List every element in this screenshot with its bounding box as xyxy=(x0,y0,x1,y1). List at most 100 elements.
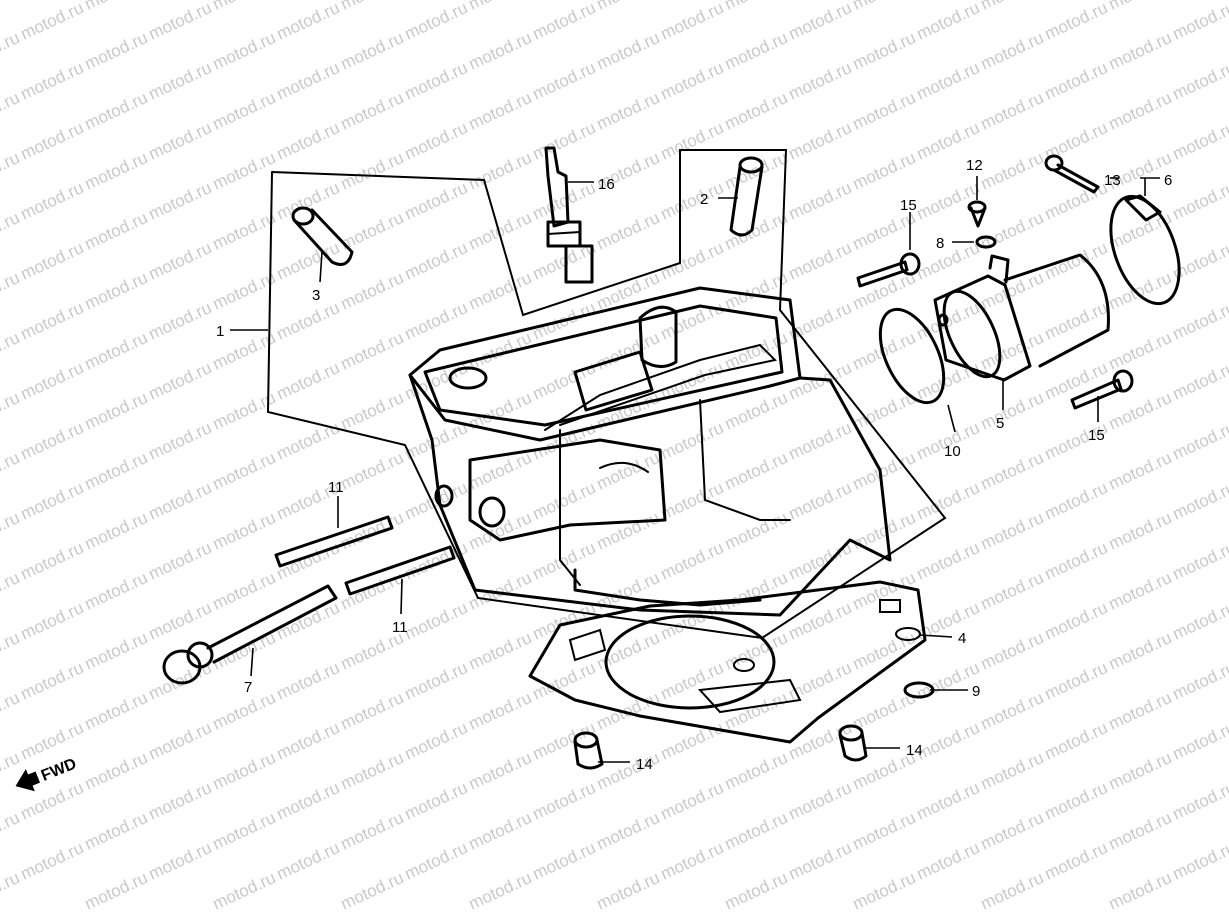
watermark-text: motod.ru xyxy=(914,538,983,584)
watermark-text: motod.ru xyxy=(594,688,663,734)
watermark-text: motod.ru xyxy=(210,208,279,254)
watermark-text: motod.ru xyxy=(146,178,215,224)
watermark-text: motod.ru xyxy=(18,538,87,584)
watermark-text: motod.ru xyxy=(1170,118,1229,164)
watermark-text: motod.ru xyxy=(82,268,151,314)
watermark-text: motod.ru xyxy=(722,868,791,914)
watermark-text: motod.ru xyxy=(1042,298,1111,344)
watermark-text: motod.ru xyxy=(466,268,535,314)
watermark-text: motod.ru xyxy=(1106,448,1175,494)
watermark-text: motod.ru xyxy=(850,28,919,74)
watermark-text: motod.ru xyxy=(1042,58,1111,104)
watermark-text: motod.ru xyxy=(1170,778,1229,824)
watermark-text: motod.ru xyxy=(658,238,727,284)
watermark-text: motod.ru xyxy=(0,0,22,14)
watermark-text: motod.ru xyxy=(1106,28,1175,74)
callout-7: 7 xyxy=(244,679,252,696)
watermark-text: motod.ru xyxy=(402,238,471,284)
watermark-text: motod.ru xyxy=(0,148,22,194)
watermark-text: motod.ru xyxy=(1042,658,1111,704)
callout-3: 3 xyxy=(312,287,320,304)
watermark-text: motod.ru xyxy=(82,148,151,194)
watermark-text: motod.ru xyxy=(146,58,215,104)
watermark-text: motod.ru xyxy=(210,568,279,614)
watermark-text: motod.ru xyxy=(530,718,599,764)
watermark-text: motod.ru xyxy=(978,0,1047,14)
watermark-text: motod.ru xyxy=(466,28,535,74)
watermark-text: motod.ru xyxy=(0,568,22,614)
watermark-text: motod.ru xyxy=(914,238,983,284)
dowel-14-right xyxy=(838,724,868,762)
watermark-text: motod.ru xyxy=(850,148,919,194)
watermark-text: motod.ru xyxy=(658,658,727,704)
watermark-text: motod.ru xyxy=(210,0,279,14)
watermark-text: motod.ru xyxy=(850,808,919,854)
callout-11a: 11 xyxy=(328,479,344,496)
watermark-text: motod.ru xyxy=(18,598,87,644)
watermark-text: motod.ru xyxy=(1106,0,1175,14)
watermark-text: motod.ru xyxy=(210,148,279,194)
forward-arrow-icon xyxy=(15,768,41,792)
bolt-15-lower xyxy=(1070,369,1134,410)
dowel-14-left xyxy=(573,731,604,770)
sleeve-3 xyxy=(291,206,354,266)
watermark-text: motod.ru xyxy=(722,748,791,794)
watermark-text: motod.ru xyxy=(1170,0,1229,44)
watermark-text: motod.ru xyxy=(1042,718,1111,764)
watermark-text: motod.ru xyxy=(850,0,919,14)
watermark-text: motod.ru xyxy=(0,688,22,734)
callout-4: 4 xyxy=(958,630,966,647)
watermark-text: motod.ru xyxy=(786,778,855,824)
watermark-text: motod.ru xyxy=(786,598,855,644)
watermark-text: motod.ru xyxy=(594,0,663,14)
watermark-text: motod.ru xyxy=(1170,838,1229,884)
watermark-text: motod.ru xyxy=(978,748,1047,794)
watermark-text: motod.ru xyxy=(274,418,343,464)
watermark-text: motod.ru xyxy=(146,358,215,404)
watermark-text: motod.ru xyxy=(0,868,22,914)
watermark-text: motod.ru xyxy=(466,148,535,194)
assembly-outline xyxy=(266,149,947,640)
watermark-text: motod.ru xyxy=(82,508,151,554)
watermark-text: motod.ru xyxy=(1106,88,1175,134)
watermark-text: motod.ru xyxy=(1170,598,1229,644)
watermark-text: motod.ru xyxy=(402,598,471,644)
watermark-text: motod.ru xyxy=(1106,508,1175,554)
watermark-text: motod.ru xyxy=(274,598,343,644)
watermark-text: motod.ru xyxy=(338,88,407,134)
watermark-text: motod.ru xyxy=(18,58,87,104)
watermark-text: motod.ru xyxy=(594,268,663,314)
watermark-text: motod.ru xyxy=(978,808,1047,854)
callout-15a: 15 xyxy=(900,197,917,214)
watermark-text: motod.ru xyxy=(146,538,215,584)
watermark-text: motod.ru xyxy=(18,418,87,464)
watermark-text: motod.ru xyxy=(1042,838,1111,884)
watermark-text: motod.ru xyxy=(1170,298,1229,344)
watermark-text: motod.ru xyxy=(786,178,855,224)
watermark-text: motod.ru xyxy=(402,118,471,164)
watermark-text: motod.ru xyxy=(82,748,151,794)
watermark-text: motod.ru xyxy=(0,628,22,674)
watermark-text: motod.ru xyxy=(82,688,151,734)
watermark-text: motod.ru xyxy=(914,838,983,884)
watermark-text: motod.ru xyxy=(338,388,407,434)
sleeve-2 xyxy=(729,156,764,237)
watermark-text: motod.ru xyxy=(786,658,855,704)
watermark-text: motod.ru xyxy=(1042,778,1111,824)
watermark-text: motod.ru xyxy=(466,208,535,254)
watermark-text: motod.ru xyxy=(210,268,279,314)
watermark-text: motod.ru xyxy=(530,778,599,824)
watermark-text: motod.ru xyxy=(1106,808,1175,854)
intake-o-ring-10 xyxy=(878,307,946,405)
watermark-text: motod.ru xyxy=(146,0,215,44)
callout-10: 10 xyxy=(944,443,961,460)
watermark-text: motod.ru xyxy=(466,688,535,734)
watermark-text: motod.ru xyxy=(658,298,727,344)
watermark-text: motod.ru xyxy=(530,0,599,44)
watermark-text: motod.ru xyxy=(594,88,663,134)
watermark-text: motod.ru xyxy=(210,748,279,794)
watermark-text: motod.ru xyxy=(1106,748,1175,794)
watermark-text: motod.ru xyxy=(0,28,22,74)
callout-13: 13 xyxy=(1104,172,1121,189)
